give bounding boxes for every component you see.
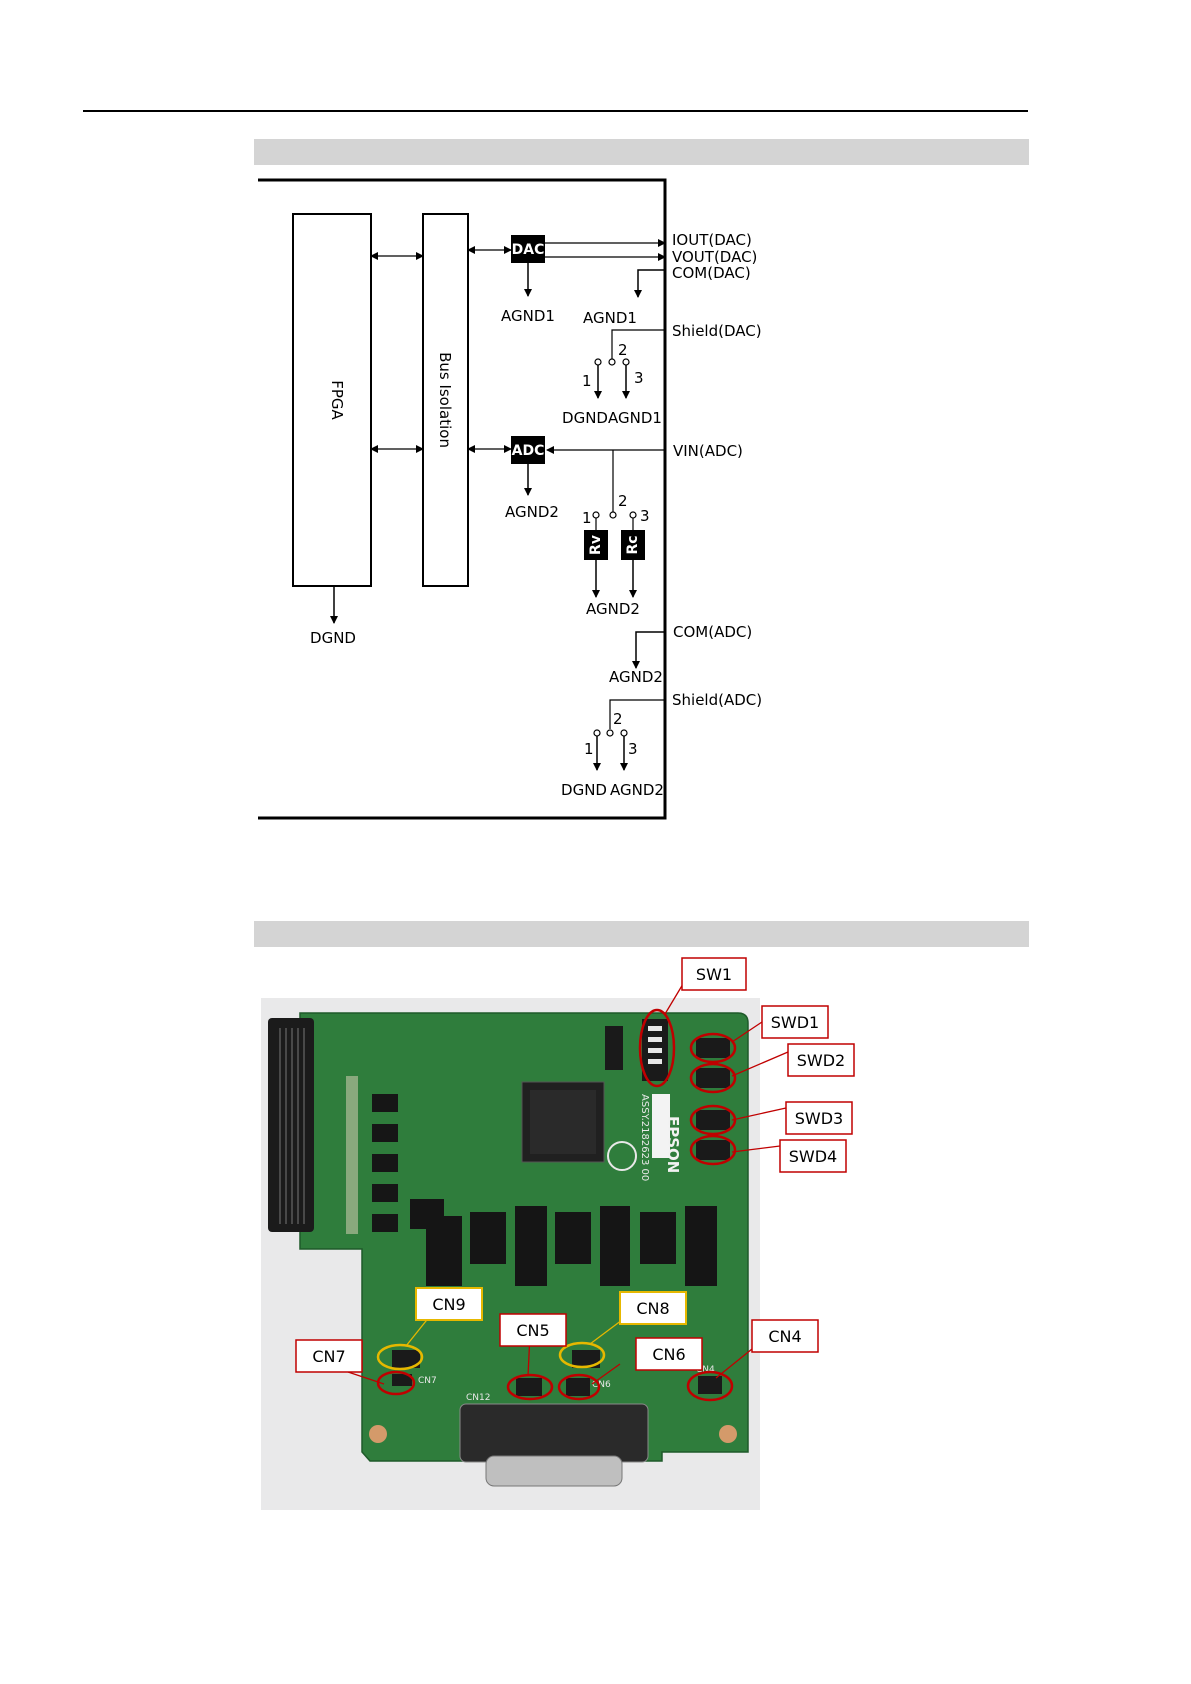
svg-text:2: 2	[618, 492, 628, 510]
bus-isolation-label: Bus Isolation	[436, 352, 454, 448]
callout-cn7: CN7	[312, 1347, 345, 1366]
com-dac-agnd1: AGND1	[583, 309, 637, 327]
edge-connector	[268, 1018, 314, 1232]
board-photo: ASSY.2182623 00 EPSON CN7 CN6 CN4 CN12	[0, 944, 1191, 1684]
adc-agnd2: AGND2	[505, 503, 559, 521]
dac-label: DAC	[512, 242, 545, 258]
callout-sw1: SW1	[696, 965, 732, 984]
shield-adc-dgnd: DGND	[561, 781, 607, 799]
svg-text:3: 3	[640, 507, 650, 525]
shield-dac-dgnd: DGND	[562, 409, 608, 427]
resistor-agnd2: AGND2	[586, 600, 640, 618]
svg-text:3: 3	[634, 369, 644, 387]
svg-text:1: 1	[582, 372, 592, 390]
svg-text:1: 1	[584, 740, 594, 758]
pcb-silk-cn12: CN12	[466, 1393, 490, 1403]
shield-adc-label: Shield(ADC)	[672, 691, 762, 709]
pcb-epson-logo: EPSON	[664, 1116, 682, 1173]
rc-label: Rc	[625, 535, 641, 554]
callout-cn5: CN5	[516, 1321, 549, 1340]
com-adc-label: COM(ADC)	[673, 623, 752, 641]
callout-cn8: CN8	[636, 1299, 669, 1318]
circuit-diagram: FPGA Bus Isolation DAC AGND1 IOUT(DAC) V…	[0, 0, 1191, 830]
dac-agnd1: AGND1	[501, 307, 555, 325]
shield-dac-label: Shield(DAC)	[672, 322, 762, 340]
com-adc-agnd2: AGND2	[609, 668, 663, 686]
callout-swd2: SWD2	[797, 1051, 845, 1070]
svg-text:1: 1	[582, 509, 592, 527]
pcb-part-number: ASSY.2182623 00	[639, 1094, 650, 1181]
shield-adc-agnd2: AGND2	[610, 781, 664, 799]
adc-label: ADC	[512, 443, 545, 459]
iout-dac-label: IOUT(DAC)	[672, 231, 752, 249]
fpga-dgnd: DGND	[310, 629, 356, 647]
rv-label: Rv	[588, 535, 604, 555]
pcb-silk-cn7: CN7	[418, 1376, 437, 1386]
callout-swd4: SWD4	[789, 1147, 837, 1166]
fpga-label: FPGA	[328, 380, 346, 420]
svg-text:3: 3	[628, 740, 638, 758]
shield-dac-agnd1: AGND1	[608, 409, 662, 427]
callout-swd1: SWD1	[771, 1013, 819, 1032]
callout-swd3: SWD3	[795, 1109, 843, 1128]
dsub-connector	[460, 1404, 648, 1462]
callout-cn9: CN9	[432, 1295, 465, 1314]
svg-text:2: 2	[618, 341, 628, 359]
svg-text:2: 2	[613, 710, 623, 728]
vin-adc-label: VIN(ADC)	[673, 442, 743, 460]
com-dac-label: COM(DAC)	[672, 264, 751, 282]
callout-cn6: CN6	[652, 1345, 685, 1364]
callout-cn4: CN4	[768, 1327, 801, 1346]
